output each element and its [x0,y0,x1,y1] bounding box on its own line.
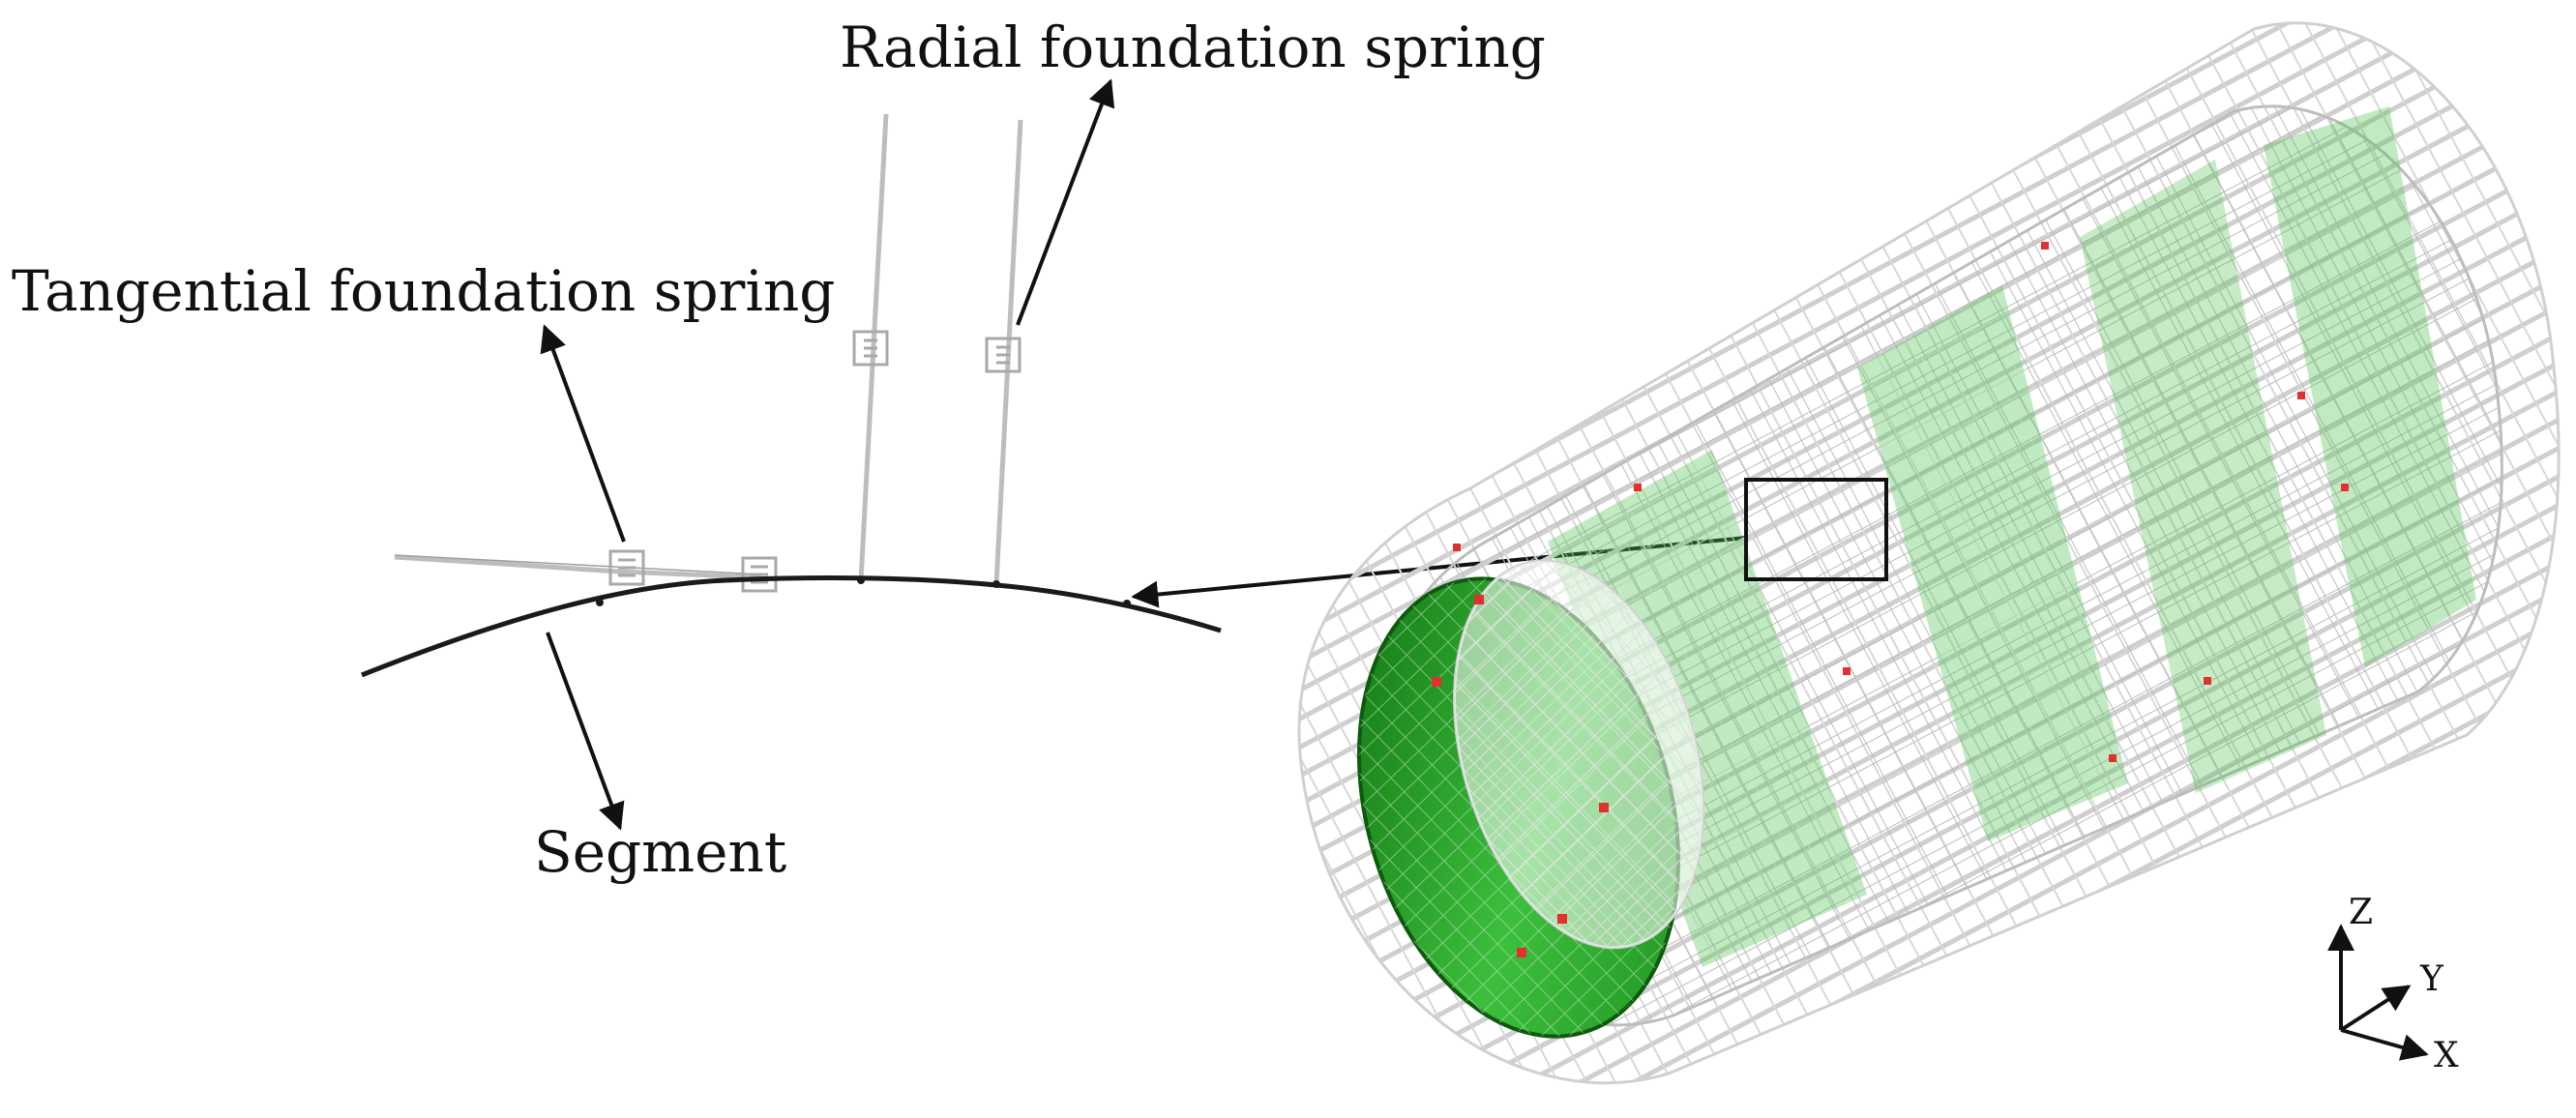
lining-ring-mesh [1857,285,2128,841]
zoom-region-box [1744,478,1888,581]
spring-symbol [608,549,645,586]
element-markers [1432,242,2349,957]
detail-view [361,113,1222,678]
lining-ring [2264,106,2476,667]
radial-spring-arrow [1016,78,1115,326]
x-axis-label: X [2434,1036,2459,1075]
spring-symbol [985,337,1022,373]
segment-label: Segment [534,819,787,885]
segment-curve [361,575,1222,678]
spring-symbol [852,330,889,367]
y-axis-label: Y [2420,959,2443,999]
lining-ring-mesh [1548,450,1867,967]
y-axis [2339,985,2412,1032]
radial-spring-element-right [993,119,1023,585]
coordinate-axes [2327,924,2429,1061]
tunnel-opening-fill [1454,561,1703,948]
tunnel-3d-model [1297,21,2561,1085]
radial-spring-label: Radial foundation spring [840,15,1546,80]
z-axis-label: Z [2349,893,2374,932]
tangential-spring-element-inner [394,554,762,575]
tangential-spring-element [394,554,762,580]
lining-ring [2080,160,2326,793]
tangential-spring-label: Tangential foundation spring [12,258,836,324]
segment-arrow [546,632,625,831]
x-axis [2340,1028,2429,1061]
tangential-spring-arrow [540,324,626,543]
spring-symbol [741,556,778,593]
